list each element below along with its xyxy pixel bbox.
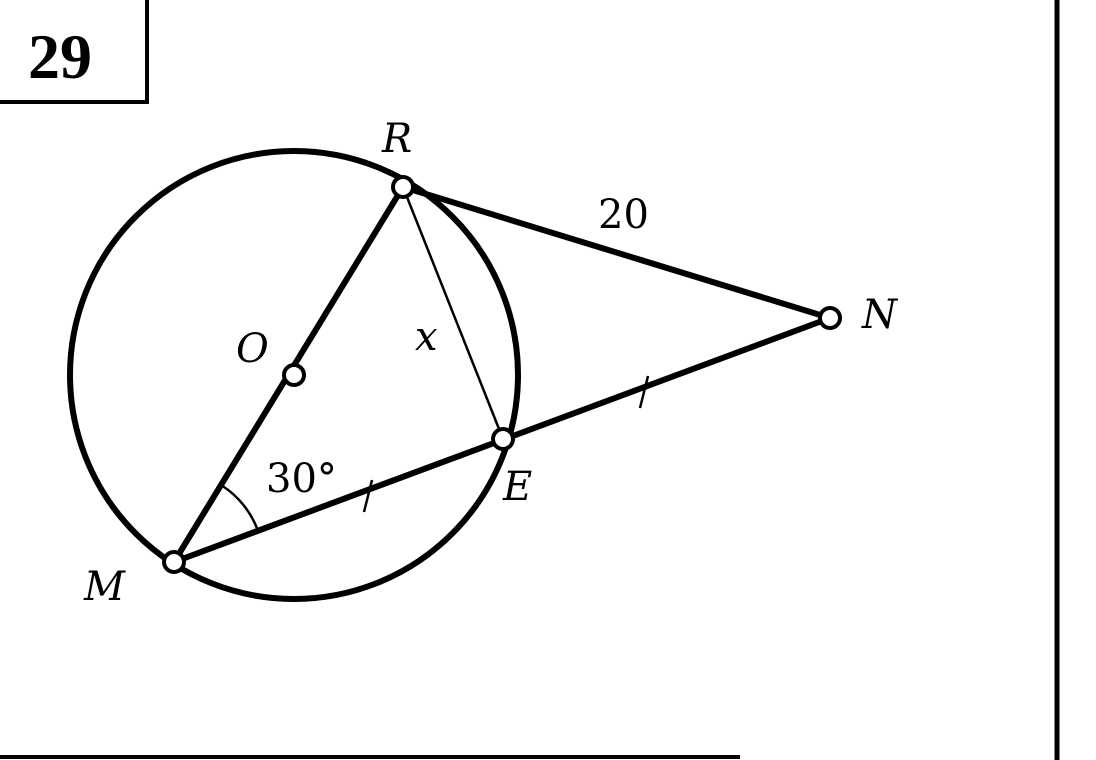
label-M: M <box>83 564 126 610</box>
label-R: R <box>381 116 412 162</box>
label-E: E <box>502 464 532 510</box>
point-N <box>818 306 842 330</box>
label-length-RN: 20 <box>598 192 649 238</box>
problem-number-box <box>0 0 149 104</box>
circle <box>67 148 521 602</box>
label-angle-30: 30° <box>266 456 337 502</box>
segment-RN <box>402 184 831 321</box>
label-N: N <box>861 292 899 338</box>
label-x: x <box>415 314 438 360</box>
point-O <box>282 363 306 387</box>
problem-number: 29 <box>28 21 92 92</box>
chord-RE <box>401 186 505 440</box>
tick-mark-ME <box>362 479 374 513</box>
frame <box>0 0 1060 760</box>
point-R <box>391 175 415 199</box>
label-O: O <box>236 326 269 372</box>
angle-arc-M <box>220 483 260 532</box>
tick-mark-EN <box>638 375 650 409</box>
point-E <box>491 427 515 451</box>
point-M <box>162 550 186 574</box>
